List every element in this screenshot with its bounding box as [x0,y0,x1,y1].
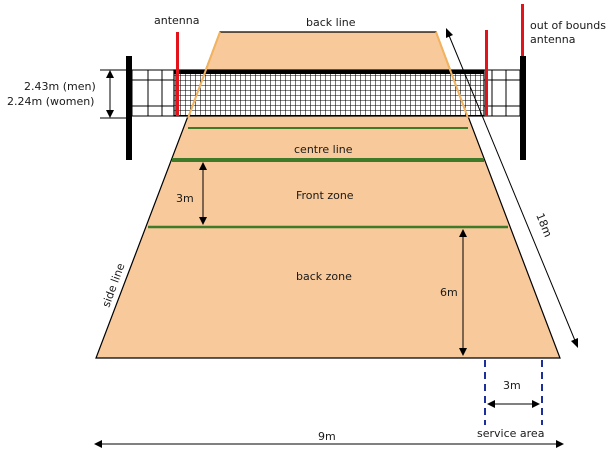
service-area-label: service area [477,427,544,440]
front-zone-label: Front zone [296,189,354,202]
front-zone-arrowhead-top [199,162,207,170]
left-net-post [126,56,132,160]
net-height-men-label: 2.43m (men) [24,80,96,93]
court-width-arrowhead-right [556,440,564,448]
net-top-band [174,70,484,74]
service-width-label: 3m [503,379,521,392]
back-zone-label: back zone [296,270,352,283]
net-mesh [173,69,485,117]
antenna-left [176,32,179,116]
court-width-arrowhead-left [94,440,102,448]
service-width-arrowhead-left [487,400,495,408]
antenna-right [485,30,488,116]
side-line-left-over-net [187,31,221,119]
court-length-label: 18m [533,211,554,239]
out-of-bounds-antenna [521,4,524,56]
right-net-post [520,56,526,160]
side-line-right-over-net [435,31,469,119]
court-length-arrowhead-top [446,28,453,38]
court-length-arrow [447,32,577,344]
back-zone-arrowhead-top [459,229,467,237]
back-zone-arrowhead-bottom [459,348,467,356]
antenna-label: antenna [154,14,199,27]
out-of-bounds-label-line1: out of bounds [530,19,606,32]
front-zone-depth-label: 3m [176,192,194,205]
court-width-label: 9m [318,430,336,443]
service-width-arrowhead-right [532,400,540,408]
net-height-arrowhead-top [106,70,114,78]
net-height-women-label: 2.24m (women) [7,95,94,108]
court-length-arrowhead-bottom [571,338,578,348]
back-zone-depth-label: 6m [440,286,458,299]
out-of-bounds-label-line2: antenna [530,33,575,46]
net-height-arrowhead-bottom [106,110,114,118]
front-zone-arrowhead-bottom [199,217,207,225]
centre-line-label: centre line [294,143,353,156]
back-line-label: back line [306,16,356,29]
